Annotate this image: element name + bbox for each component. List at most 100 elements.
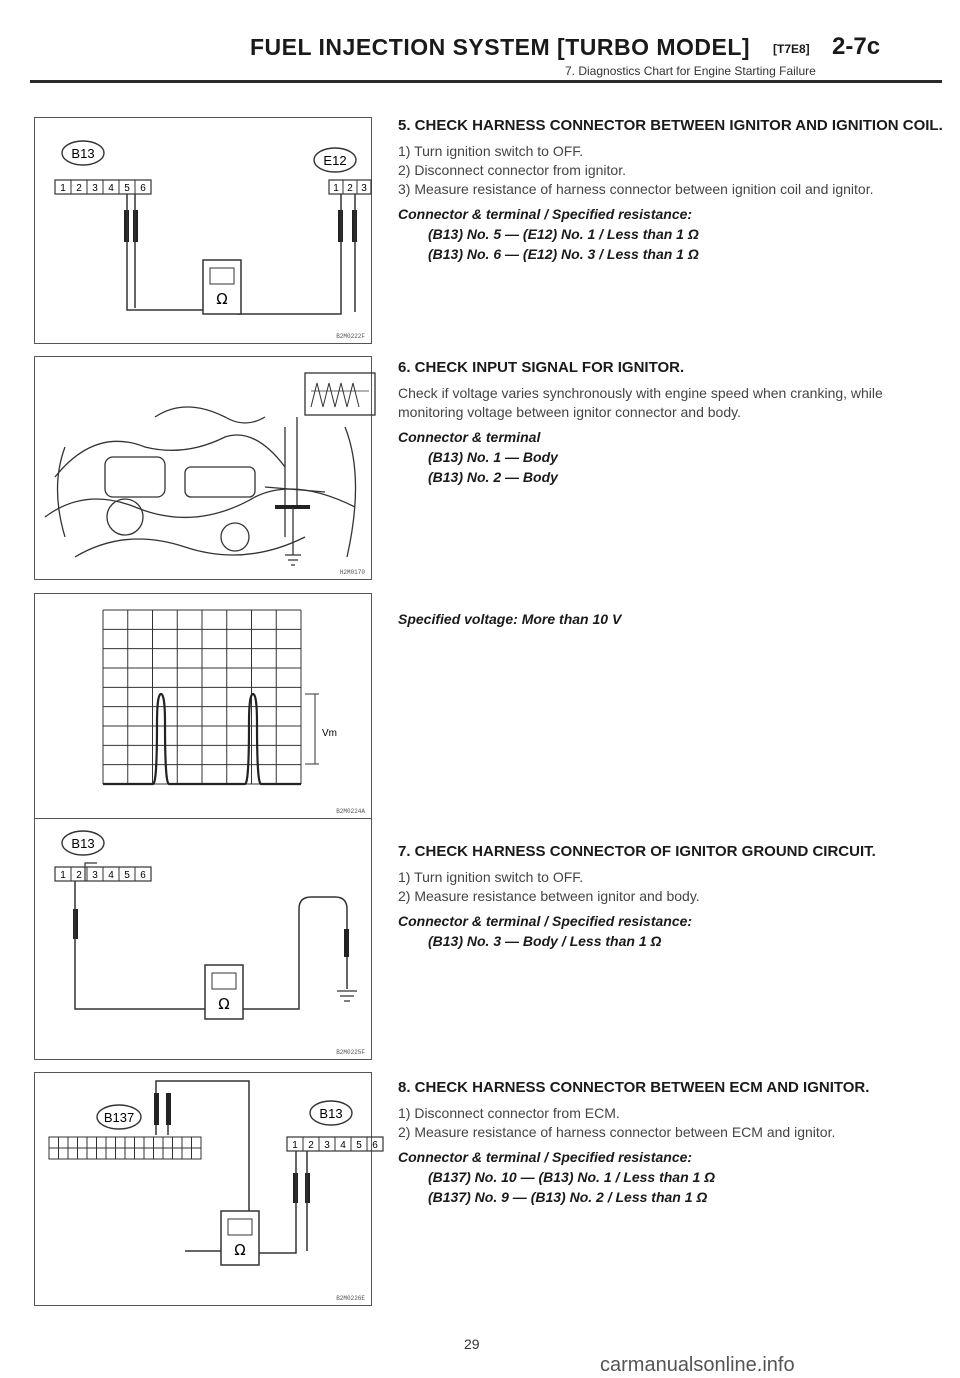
section-8-spec-line-1: (B137) No. 10 — (B13) No. 1 / Less than … xyxy=(428,1169,716,1185)
b137-terminal-cell xyxy=(105,1147,116,1160)
svg-text:6: 6 xyxy=(140,183,146,194)
b137-terminal-cell xyxy=(67,1136,78,1149)
b137-terminal-cell xyxy=(67,1147,78,1160)
b137-terminal-cell xyxy=(191,1136,202,1149)
svg-text:4: 4 xyxy=(108,870,114,881)
b137-terminal-block xyxy=(48,1136,202,1160)
section-8-step-2: 2) Measure resistance of harness connect… xyxy=(398,1124,836,1140)
section-8-step-1: 1) Disconnect connector from ECM. xyxy=(398,1105,620,1121)
connector-label-b137: B137 xyxy=(104,1110,134,1125)
section-6: 6. CHECK INPUT SIGNAL FOR IGNITOR. Check… xyxy=(398,358,943,487)
section-6-heading: 6. CHECK INPUT SIGNAL FOR IGNITOR. xyxy=(398,359,685,376)
b137-terminal-cell xyxy=(134,1147,145,1160)
svg-text:1: 1 xyxy=(292,1140,298,1151)
section-7-spec-label: Connector & terminal / Specified resista… xyxy=(398,913,693,929)
b137-terminal-cell xyxy=(143,1136,154,1149)
b137-terminal-cell xyxy=(86,1136,97,1149)
b137-terminal-cell xyxy=(115,1136,126,1149)
section-5-spec-line-2: (B13) No. 6 — (E12) No. 3 / Less than 1 … xyxy=(428,246,699,262)
b137-terminal-cell xyxy=(48,1136,59,1149)
svg-text:5: 5 xyxy=(356,1140,362,1151)
b137-terminal-cell xyxy=(153,1147,164,1160)
connector-label-b13: B13 xyxy=(319,1106,342,1121)
svg-text:3: 3 xyxy=(92,870,98,881)
b137-terminal-cell xyxy=(58,1147,69,1160)
section-6-spec-line-1: (B13) No. 1 — Body xyxy=(428,449,558,465)
section-7-heading: 7. CHECK HARNESS CONNECTOR OF IGNITOR GR… xyxy=(398,843,876,860)
page-number: 29 xyxy=(464,1336,480,1352)
svg-text:2: 2 xyxy=(347,183,353,194)
connector-label-e12: E12 xyxy=(323,153,346,168)
b137-terminal-cell xyxy=(96,1136,107,1149)
signal-trace xyxy=(103,692,301,786)
svg-text:1: 1 xyxy=(333,183,339,194)
page-subtitle: 7. Diagnostics Chart for Engine Starting… xyxy=(565,64,816,78)
waveform-svg: Vm xyxy=(102,609,337,786)
ohmmeter: Ω xyxy=(202,259,242,315)
b137-terminal-cell xyxy=(162,1147,173,1160)
b137-terminal-cell xyxy=(181,1136,192,1149)
section-5-heading: 5. CHECK HARNESS CONNECTOR BETWEEN IGNIT… xyxy=(398,117,943,134)
svg-text:2: 2 xyxy=(76,870,82,881)
svg-text:5: 5 xyxy=(124,183,130,194)
section-7-spec-line-1: (B13) No. 3 — Body / Less than 1 Ω xyxy=(428,933,662,949)
b137-terminal-cell xyxy=(86,1147,97,1160)
section-code: [T7E8] xyxy=(773,42,810,56)
b137-terminal-cell xyxy=(162,1136,173,1149)
b137-terminal-cell xyxy=(134,1136,145,1149)
connector-label-b13: B13 xyxy=(71,836,94,851)
b137-terminal-cell xyxy=(48,1147,59,1160)
figure-engine-ignitor-probe: H2M0170 xyxy=(34,356,376,580)
connector-label-b13: B13 xyxy=(71,146,94,161)
svg-text:4: 4 xyxy=(340,1140,346,1151)
b137-terminal-cell xyxy=(143,1147,154,1160)
b137-terminal-cell xyxy=(172,1147,183,1160)
figure-id: B2M0225F xyxy=(336,1049,365,1056)
ohm-symbol: Ω xyxy=(216,290,227,308)
section-7: 7. CHECK HARNESS CONNECTOR OF IGNITOR GR… xyxy=(398,842,943,951)
section-5-spec-label: Connector & terminal / Specified resista… xyxy=(398,206,693,222)
section-5-step-1: 1) Turn ignition switch to OFF. xyxy=(398,143,584,159)
ohm-symbol: Ω xyxy=(234,1241,245,1259)
section-8-spec-label: Connector & terminal / Specified resista… xyxy=(398,1149,693,1165)
section-6-voltage: Specified voltage: More than 10 V xyxy=(398,604,943,629)
ohmmeter xyxy=(220,1210,260,1266)
svg-text:6: 6 xyxy=(372,1140,378,1151)
figure-id: H2M0170 xyxy=(339,569,365,576)
section-5-spec-line-1: (B13) No. 5 — (E12) No. 1 / Less than 1 … xyxy=(428,226,699,242)
svg-text:1: 1 xyxy=(60,183,66,194)
b137-terminal-cell xyxy=(58,1136,69,1149)
b137-terminal-cell xyxy=(77,1136,88,1149)
b137-terminal-cell xyxy=(115,1147,126,1160)
svg-text:6: 6 xyxy=(140,870,146,881)
page-title: FUEL INJECTION SYSTEM [TURBO MODEL] xyxy=(250,34,751,60)
b137-terminal-cell xyxy=(124,1136,135,1149)
section-7-step-2: 2) Measure resistance between ignitor an… xyxy=(398,888,700,904)
svg-text:4: 4 xyxy=(108,183,114,194)
svg-text:2: 2 xyxy=(76,183,82,194)
section-6-spec-line-2: (B13) No. 2 — Body xyxy=(428,469,558,485)
vm-label: Vm xyxy=(322,728,337,739)
ohmmeter xyxy=(204,964,244,1020)
section-8-heading: 8. CHECK HARNESS CONNECTOR BETWEEN ECM A… xyxy=(398,1079,870,1096)
section-5-step-2: 2) Disconnect connector from ignitor. xyxy=(398,162,626,178)
b137-terminal-cell xyxy=(105,1136,116,1149)
svg-text:3: 3 xyxy=(92,183,98,194)
b137-terminal-cell xyxy=(124,1147,135,1160)
figure-id: B2M0226E xyxy=(336,1295,365,1302)
section-number: 2-7c xyxy=(832,33,881,60)
figure-waveform-grid: Vm B2M0224A xyxy=(34,593,372,819)
figure-id: B2M0222F xyxy=(336,333,365,340)
specified-voltage: Specified voltage: More than 10 V xyxy=(398,611,622,627)
b137-terminal-cell xyxy=(77,1147,88,1160)
b137-terminal-cell xyxy=(191,1147,202,1160)
b137-terminal-cell xyxy=(172,1136,183,1149)
b137-terminal-cell xyxy=(181,1147,192,1160)
ohm-symbol: Ω xyxy=(218,995,229,1013)
section-6-spec-label: Connector & terminal xyxy=(398,429,541,445)
b137-terminal-cell xyxy=(96,1147,107,1160)
